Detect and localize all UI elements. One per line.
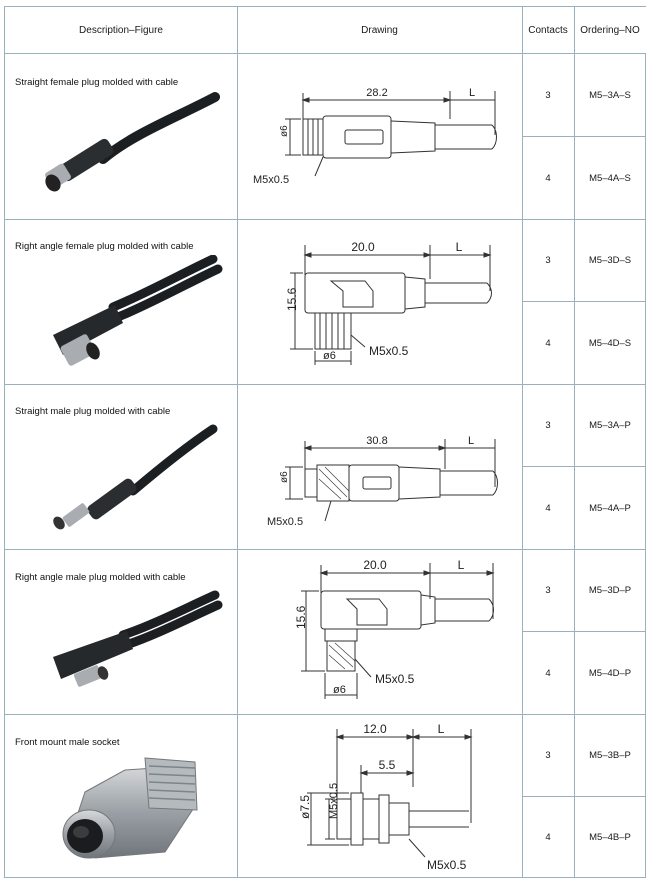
contacts-value: 3 [545, 420, 551, 431]
tail-dimension: L [469, 87, 475, 99]
order-number: M5–3A–P [589, 420, 631, 431]
tail-dimension: L [438, 723, 445, 736]
contacts-value: 4 [545, 667, 551, 679]
order-number: M5–4D–S [588, 337, 632, 349]
right-angle-male-plug-photo [53, 590, 223, 687]
row-divider [5, 384, 645, 385]
description-text: Right angle male plug molded with cable [15, 572, 186, 583]
row-divider [5, 219, 645, 220]
thread-vertical-dimension: M5x0.5 [328, 783, 340, 819]
tail-dimension: L [458, 559, 465, 572]
order-number: M5–3A–S [589, 89, 631, 101]
column-divider [522, 7, 523, 877]
column-divider [574, 7, 575, 877]
diameter-dimension: ø7.5 [298, 795, 312, 819]
right-angle-female-plug-drawing: 20.0 L 15.6 M5x0.5 ø6 [285, 240, 492, 365]
order-number: M5–3D–P [588, 585, 632, 596]
length-dimension: 28.2 [366, 87, 387, 99]
contacts-value: 4 [545, 502, 551, 514]
diameter-dimension: ø6 [279, 471, 290, 483]
front-mount-male-socket-drawing: 12.0 L 5.5 ø7.5 M5x0.5 M5x0.5 [298, 723, 473, 872]
straight-female-plug-photo [45, 92, 220, 192]
order-number: M5–4D–P [588, 667, 632, 679]
diameter-dimension: ø6 [333, 684, 346, 696]
variant-divider [522, 466, 645, 467]
variant-divider [522, 136, 645, 137]
header-description: Description–Figure [5, 7, 237, 54]
diameter-dimension: ø6 [279, 125, 290, 137]
straight-male-plug-drawing: 30.8 L ø6 M5x0.5 [267, 435, 498, 528]
description-text: Front mount male socket [15, 737, 120, 748]
order-number: M5–3D–S [588, 255, 632, 266]
thread-dimension: M5x0.5 [427, 858, 467, 872]
straight-female-plug-drawing: 28.2 L ø6 M5x0.5 [253, 87, 497, 186]
contacts-value: 4 [545, 172, 551, 184]
contacts-value: 4 [545, 337, 551, 349]
product-table: Description–Figure Drawing Contacts Orde… [4, 6, 646, 878]
variant-divider [522, 301, 645, 302]
height-dimension: 15.6 [294, 605, 308, 629]
contacts-value: 3 [545, 750, 551, 761]
right-angle-male-plug-drawing: 20.0 L 15.6 M5x0.5 ø6 [294, 559, 495, 699]
header-contacts: Contacts [522, 7, 574, 54]
thread-dimension: M5x0.5 [253, 174, 289, 186]
description-text: Right angle female plug molded with cabl… [15, 241, 194, 252]
variant-divider [522, 796, 645, 797]
contacts-value: 3 [545, 255, 551, 266]
row-divider [5, 714, 645, 715]
order-number: M5–4A–P [589, 502, 631, 514]
header-ordering: Ordering–NO [574, 7, 646, 54]
length-dimension: 20.0 [351, 240, 375, 254]
header-drawing: Drawing [237, 7, 522, 54]
length-dimension: 12.0 [363, 723, 387, 736]
description-text: Straight female plug molded with cable [15, 77, 179, 88]
diameter-dimension: ø6 [323, 350, 336, 362]
length-dimension: 20.0 [363, 559, 387, 572]
order-number: M5–4B–P [589, 832, 631, 843]
order-number: M5–3B–P [589, 750, 631, 761]
tail-dimension: L [456, 240, 463, 254]
right-angle-female-plug-photo [53, 255, 223, 366]
tail-dimension: L [468, 435, 474, 447]
row-divider [5, 549, 645, 550]
front-mount-male-socket-photo [62, 757, 198, 859]
thread-dimension: M5x0.5 [267, 516, 303, 528]
variant-divider [522, 631, 645, 632]
column-divider [237, 7, 238, 877]
order-number: M5–4A–S [589, 172, 631, 184]
contacts-value: 4 [545, 832, 551, 843]
thread-dimension: M5x0.5 [375, 672, 415, 686]
description-text: Straight male plug molded with cable [15, 406, 171, 417]
height-dimension: 15.6 [285, 287, 299, 311]
thread-dimension: M5x0.5 [369, 344, 409, 358]
length-dimension: 30.8 [366, 435, 387, 447]
straight-male-plug-photo [53, 424, 218, 530]
inner-dimension: 5.5 [379, 758, 396, 772]
contacts-value: 3 [545, 585, 551, 596]
contacts-value: 3 [545, 89, 551, 101]
